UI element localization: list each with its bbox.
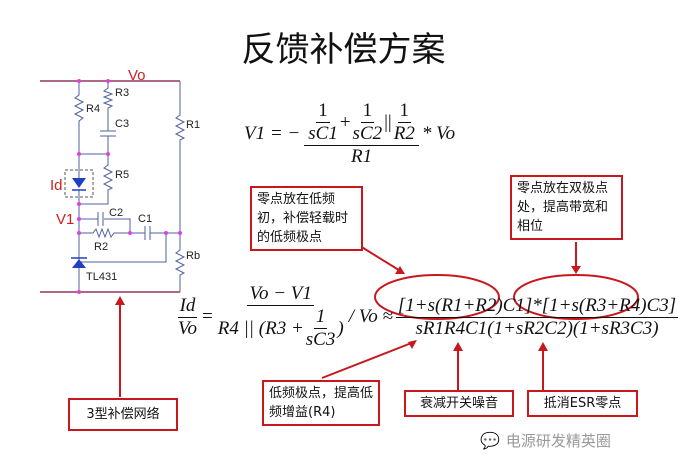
callout-zero-low: 零点放在低频初，补偿轻载时的低频极点 xyxy=(250,186,363,251)
eq2-one: 1 xyxy=(313,306,328,329)
callout-esr: 抵消ESR零点 xyxy=(527,390,638,417)
eq2-den-a: R4 || (R3 + xyxy=(217,317,304,339)
label-c1: C1 xyxy=(138,213,152,225)
label-c2: C2 xyxy=(109,207,123,219)
watermark-text: 电源研发精英圈 xyxy=(505,432,611,450)
eq2-sc3: sC3 xyxy=(305,329,336,350)
label-rb: Rb xyxy=(186,250,200,262)
label-r1: R1 xyxy=(186,119,200,131)
callout-low-pole: 低频极点，提高低频增益(R4) xyxy=(262,380,380,426)
label-r4: R4 xyxy=(86,103,100,115)
page-title: 反馈补偿方案 xyxy=(241,32,446,69)
eq2-zero1: [1+s(R1+R2)C1] xyxy=(397,294,533,316)
eq1-sc2: sC2 xyxy=(352,123,383,144)
eq1-tail: * Vo xyxy=(421,123,456,144)
eq2-zero2: [1+s(R3+R4)C3] xyxy=(541,294,677,316)
eq1-lhs: V1 = − xyxy=(244,123,301,144)
led-icon xyxy=(72,178,86,188)
eq2-star: * xyxy=(532,294,542,316)
eq2-equals: = xyxy=(202,306,213,327)
wechat-icon: 💬 xyxy=(480,431,500,450)
label-v1: V1 xyxy=(56,211,74,228)
callout-zero-double: 零点放在双极点处，提高带宽和相位 xyxy=(510,175,623,240)
watermark: 💬 电源研发精英圈 xyxy=(480,430,611,451)
label-c3: C3 xyxy=(115,118,129,130)
eq1-den: R1 xyxy=(350,146,373,167)
label-r3: R3 xyxy=(115,87,129,99)
callout-type3: 3型补偿网络 xyxy=(68,398,178,431)
label-id: Id xyxy=(50,177,63,194)
eq1-one: 1 xyxy=(316,100,330,123)
eq1-parallel: || xyxy=(384,111,392,133)
eq1-r2: R2 xyxy=(393,123,415,144)
eq2-num: Vo − V1 xyxy=(247,283,314,306)
eq1-sc1: sC1 xyxy=(308,123,338,144)
zener-icon xyxy=(72,259,86,268)
label-r5: R5 xyxy=(115,169,129,181)
eq2-vo: Vo xyxy=(178,317,197,339)
eq2-id: Id xyxy=(177,294,198,318)
eq1-one: 1 xyxy=(360,100,375,123)
eq1-one: 1 xyxy=(397,100,412,123)
eq2-poles: sR1R4C1(1+sR2C2)(1+sR3C3) xyxy=(415,317,659,339)
eq2-div-vo: / Vo ≈ xyxy=(348,306,393,327)
eq1-plus: + xyxy=(339,111,351,133)
label-vo: Vo xyxy=(128,67,146,84)
callout-noise: 衰减开关噪音 xyxy=(404,390,514,417)
label-r2: R2 xyxy=(94,241,108,253)
eq2-den-b: ) xyxy=(337,317,344,339)
label-tl431: TL431 xyxy=(86,271,117,283)
